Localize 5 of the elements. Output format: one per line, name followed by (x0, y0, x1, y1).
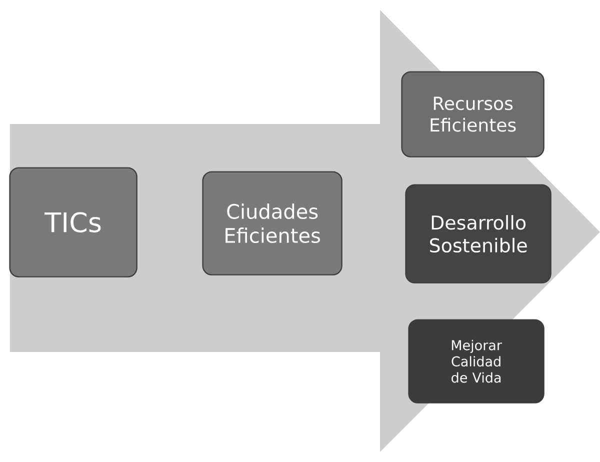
rounded-box: Mejorar Calidad de Vida (408, 319, 544, 404)
rounded-box: TICs (9, 167, 138, 278)
rounded-box: Desarrollo Sostenible (405, 184, 552, 284)
rounded-box: Recursos Eficientes (401, 71, 544, 158)
rounded-box: Ciudades Eficientes (202, 171, 342, 276)
